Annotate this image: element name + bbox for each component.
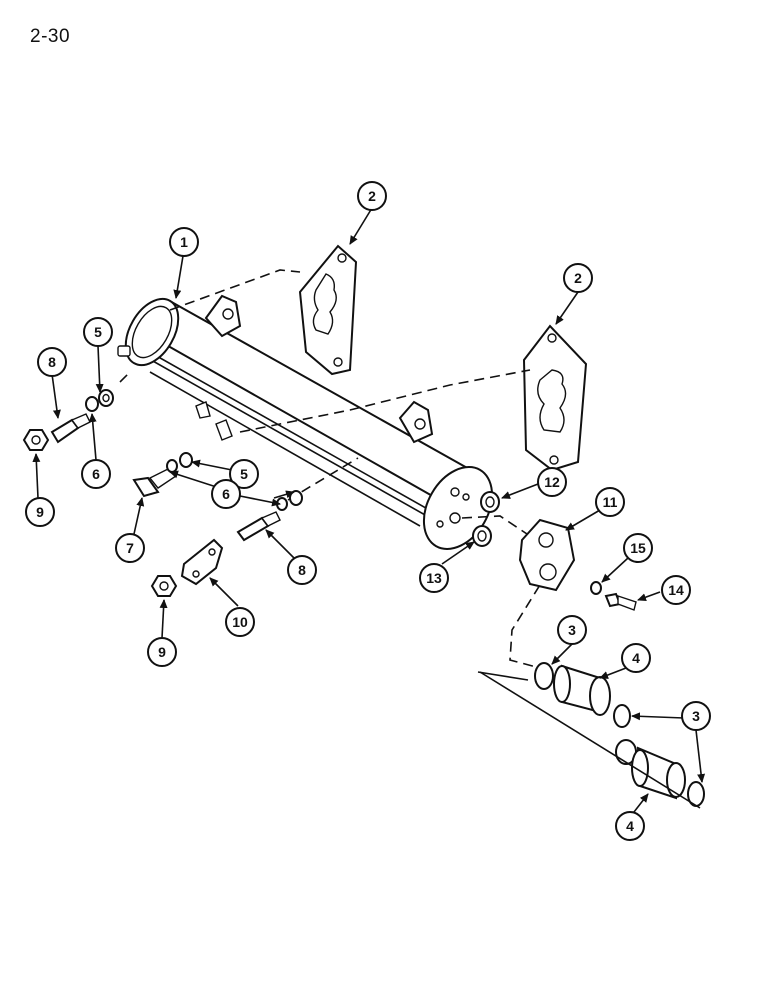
callout-5-middle: 5 (229, 459, 259, 489)
callout-9-upper: 9 (25, 497, 55, 527)
nut-left-upper (22, 429, 50, 451)
svg-text:3: 3 (568, 622, 576, 638)
washers-middle (166, 452, 303, 511)
bracket-10 (180, 538, 224, 586)
callout-11: 11 (595, 487, 625, 517)
callout-15: 15 (623, 533, 653, 563)
svg-text:14: 14 (668, 582, 684, 598)
svg-text:9: 9 (158, 644, 166, 660)
svg-text:13: 13 (426, 570, 442, 586)
adapter-11 (518, 518, 576, 592)
callout-4-lower: 4 (615, 811, 645, 841)
callout-13: 13 (419, 563, 449, 593)
bolt-14 (604, 592, 637, 611)
svg-text:12: 12 (544, 474, 560, 490)
svg-text:1: 1 (180, 234, 188, 250)
callout-8-left: 8 (37, 347, 67, 377)
washer-13 (472, 525, 492, 547)
o-rings-and-tubes (534, 662, 705, 807)
svg-text:15: 15 (630, 540, 646, 556)
svg-text:5: 5 (240, 466, 248, 482)
washer-12 (480, 491, 500, 513)
callout-2-upper: 2 (357, 181, 387, 211)
svg-text:4: 4 (626, 818, 634, 834)
washer-15 (590, 581, 602, 595)
callout-14: 14 (661, 575, 691, 605)
svg-text:7: 7 (126, 540, 134, 556)
page-number: 2-30 (30, 26, 71, 47)
svg-text:9: 9 (36, 504, 44, 520)
svg-text:11: 11 (603, 494, 618, 510)
svg-text:4: 4 (632, 650, 640, 666)
stud-left-upper (50, 413, 91, 444)
svg-text:5: 5 (94, 324, 102, 340)
callout-6-middle: 6 (211, 479, 241, 509)
callout-3-upper: 3 (557, 615, 587, 645)
svg-text:6: 6 (92, 466, 100, 482)
callout-6-left: 6 (81, 459, 111, 489)
gasket-lower (522, 324, 588, 472)
svg-text:10: 10 (232, 614, 248, 630)
washers-left-upper (85, 389, 114, 412)
svg-text:6: 6 (222, 486, 230, 502)
callout-8-lower: 8 (287, 555, 317, 585)
nut-lower (150, 575, 178, 597)
svg-text:2: 2 (574, 270, 582, 286)
callout-2-lower: 2 (563, 263, 593, 293)
svg-text:8: 8 (298, 562, 306, 578)
gasket-upper (298, 244, 358, 376)
callout-1: 1 (169, 227, 199, 257)
callout-4-upper: 4 (621, 643, 651, 673)
callout-3-right: 3 (681, 701, 711, 731)
callout-7: 7 (115, 533, 145, 563)
callout-9-lower: 9 (147, 637, 177, 667)
callout-12: 12 (537, 467, 567, 497)
svg-text:8: 8 (48, 354, 56, 370)
svg-text:2: 2 (368, 188, 376, 204)
cooler-cylinder (117, 294, 494, 550)
callout-10: 10 (225, 607, 255, 637)
stud-lower (236, 511, 281, 542)
svg-text:3: 3 (692, 708, 700, 724)
callout-5-left: 5 (83, 317, 113, 347)
